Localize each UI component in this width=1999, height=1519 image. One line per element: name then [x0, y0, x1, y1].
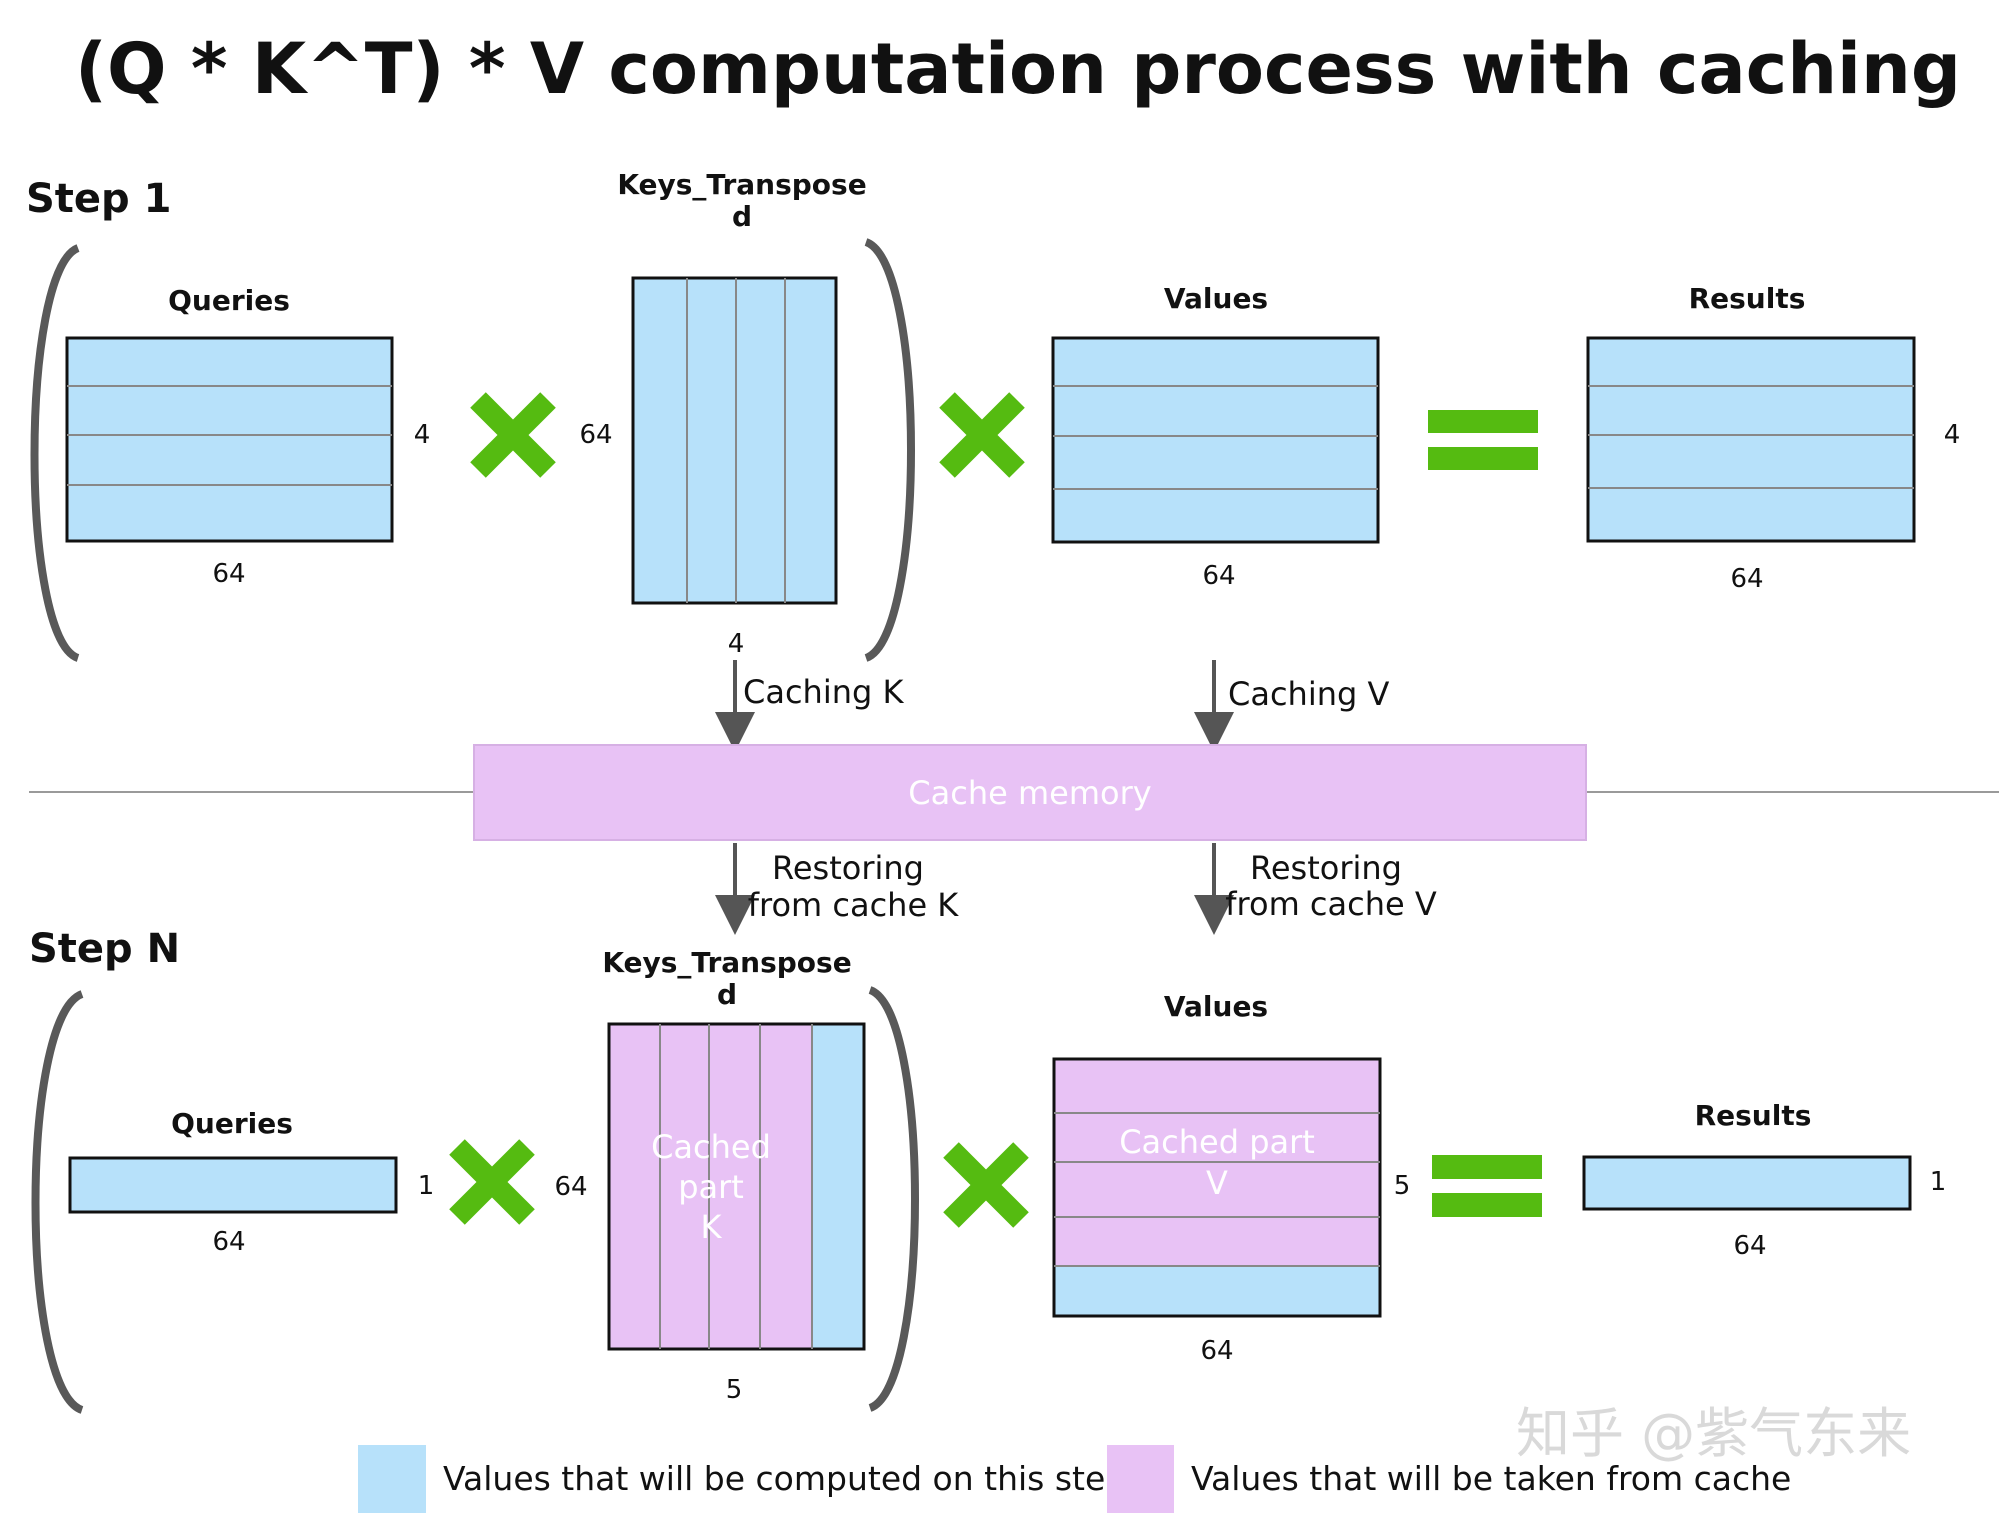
- restore-k-label-line2: from cache K: [748, 886, 960, 924]
- stepN-results-rows: 1: [1930, 1167, 1947, 1197]
- step1-multiply-icon-1: [470, 392, 556, 478]
- stepN-values-cached-line2: V: [1206, 1164, 1228, 1202]
- stepN-keys-cols: 5: [726, 1375, 743, 1405]
- stepN-values-cols: 64: [1200, 1336, 1233, 1366]
- legend-cached-label: Values that will be taken from cache: [1191, 1459, 1791, 1498]
- stepN-results-matrix: [1582, 1155, 1912, 1211]
- caching-v-label: Caching V: [1228, 675, 1389, 713]
- step1-left-bracket: [30, 244, 81, 662]
- step1-keys-label-line1: Keys_Transpose: [617, 168, 866, 201]
- step1-keys-rows: 64: [579, 420, 612, 450]
- step1-equals-icon: [1428, 410, 1538, 470]
- step1-results-label: Results: [1689, 282, 1806, 315]
- step1-queries-matrix: [65, 336, 394, 543]
- stepN-queries-label: Queries: [171, 1107, 293, 1140]
- step1-values-cols: 64: [1202, 561, 1235, 591]
- stepN-results-label: Results: [1695, 1099, 1812, 1132]
- stepN-multiply-icon-2: [943, 1142, 1029, 1228]
- step1-queries-label: Queries: [168, 284, 290, 317]
- step1-right-bracket: [864, 238, 915, 662]
- stepN-values-rows: 5: [1394, 1171, 1411, 1201]
- stepN-left-bracket: [31, 990, 84, 1414]
- stepN-queries-cols: 64: [212, 1227, 245, 1257]
- step1-multiply-icon-2: [939, 392, 1025, 478]
- stepN-keys-cached-line2: part: [678, 1168, 744, 1206]
- cache-memory-label: Cache memory: [908, 774, 1151, 812]
- caching-k-label: Caching K: [743, 673, 904, 711]
- step1-label: Step 1: [26, 176, 171, 222]
- stepN-keys-label-line1: Keys_Transpose: [602, 946, 851, 979]
- step1-values-label: Values: [1164, 282, 1268, 315]
- stepN-queries-matrix: [68, 1156, 398, 1214]
- legend-computed-label: Values that will be computed on this ste…: [443, 1459, 1126, 1498]
- restore-v-label-line1: Restoring: [1250, 849, 1402, 887]
- stepN-keys-label-line2: d: [717, 978, 737, 1011]
- step1-results-matrix: [1586, 336, 1916, 543]
- stepN-keys-rows: 64: [554, 1172, 587, 1202]
- diagram-title: (Q * K^T) * V computation process with c…: [75, 28, 1961, 110]
- stepN-keys-cached-line3: K: [701, 1208, 723, 1246]
- step1-keys-label-line2: d: [732, 200, 752, 233]
- restore-v-label-line2: from cache V: [1225, 885, 1437, 923]
- restore-k-label-line1: Restoring: [772, 849, 924, 887]
- watermark: 知乎 @紫气东来: [1516, 1402, 1911, 1465]
- step1-results-rows: 4: [1944, 420, 1961, 450]
- stepN-values-cached-line1: Cached part: [1119, 1123, 1315, 1161]
- cache-memory-block: [473, 744, 1587, 841]
- stepN-label: Step N: [29, 926, 180, 972]
- legend-computed-swatch: [358, 1445, 426, 1513]
- step1-queries-cols: 64: [212, 559, 245, 589]
- stepN-values-label: Values: [1164, 990, 1268, 1023]
- stepN-values-matrix: [1052, 1057, 1382, 1318]
- stepN-multiply-icon-1: [449, 1139, 535, 1225]
- step1-values-matrix: [1051, 336, 1380, 544]
- stepN-keys-cached-line1: Cached: [651, 1128, 771, 1166]
- step1-keys-cols: 4: [728, 629, 745, 659]
- stepN-results-cols: 64: [1733, 1231, 1766, 1261]
- step1-results-cols: 64: [1730, 564, 1763, 594]
- stepN-keys-matrix: [607, 1022, 866, 1351]
- legend-cached-swatch: [1107, 1445, 1174, 1513]
- stepN-equals-icon: [1432, 1155, 1542, 1217]
- step1-queries-rows: 4: [414, 420, 431, 450]
- stepN-right-bracket: [868, 986, 919, 1412]
- step1-keys-matrix: [631, 276, 838, 605]
- stepN-queries-rows: 1: [418, 1171, 435, 1201]
